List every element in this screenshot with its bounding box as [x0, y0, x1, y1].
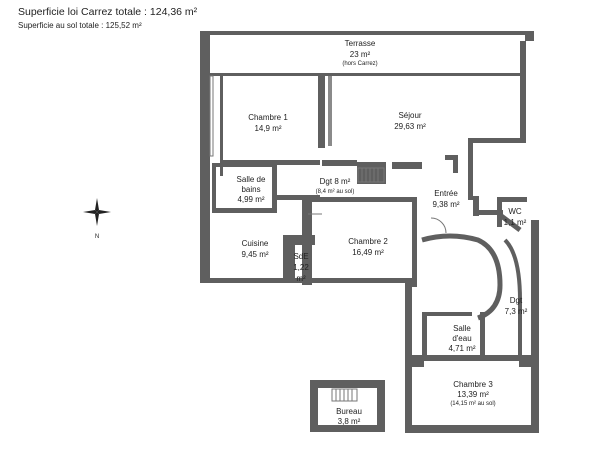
room-chambre-3: Chambre 3 13,39 m² (14,15 m² au sol) [450, 380, 495, 407]
room-name: Chambre 2 [348, 237, 388, 246]
room-salle-de-bains: Salle de bains 4,99 m² [237, 175, 266, 204]
room-area: 3,8 m² [338, 417, 361, 426]
room-cuisine: Cuisine 9,45 m² [241, 239, 268, 259]
room-name: Salle [453, 324, 471, 333]
room-name: d'eau [452, 334, 471, 343]
room-bureau: Bureau 3,8 m² [336, 407, 362, 426]
stairs [357, 167, 385, 183]
room-area: 16,49 m² [352, 248, 384, 257]
room-name: Salle de [237, 175, 266, 184]
room-area-unit: m² [296, 274, 306, 283]
bureau-block [310, 380, 385, 432]
room-salle-d-eau: Salle d'eau 4,71 m² [448, 324, 475, 353]
room-name: Dgt [510, 296, 523, 305]
room-area: 14,9 m² [254, 124, 281, 133]
room-note: (8,4 m² au sol) [316, 189, 355, 195]
room-name: Cuisine [242, 239, 269, 248]
room-sde: SdE 1,22 m² [293, 252, 309, 283]
room-dgt-8: Dgt 8 m² (8,4 m² au sol) [316, 177, 355, 195]
room-name: SdE [293, 252, 308, 261]
room-name: Chambre 3 [453, 380, 493, 389]
room-dgt: Dgt 7,3 m² [505, 296, 528, 316]
watermark: ... [360, 453, 377, 465]
room-area: 23 m² [350, 50, 371, 59]
room-sejour: Séjour 29,63 m² [394, 111, 426, 131]
room-name: Dgt 8 m² [320, 177, 351, 186]
wc-diagonal-wall [498, 213, 522, 232]
door-swing [430, 217, 447, 234]
total-floor-area: Superficie au sol totale : 125,52 m² [18, 21, 142, 30]
room-name: Chambre 1 [248, 113, 288, 122]
room-note: (14,15 m² au sol) [450, 401, 495, 407]
exterior-walls [200, 31, 539, 433]
room-name: Bureau [336, 407, 362, 416]
terrace-wall [209, 73, 520, 157]
room-chambre-1: Chambre 1 14,9 m² [248, 113, 288, 133]
room-name: Terrasse [345, 39, 376, 48]
room-area: 29,63 m² [394, 122, 426, 131]
room-entree: Entrée 9,38 m² [432, 189, 459, 209]
room-chambre-2: Chambre 2 16,49 m² [348, 237, 388, 257]
interior-walls [212, 76, 534, 367]
room-area: 4,99 m² [237, 195, 264, 204]
room-area: 9,38 m² [432, 200, 459, 209]
room-note: (hors Carrez) [342, 61, 377, 67]
total-carrez-area: Superficie loi Carrez totale : 124,36 m² [18, 6, 198, 18]
room-name: WC [508, 207, 522, 216]
room-name: bains [241, 185, 260, 194]
curved-wall-east [503, 238, 522, 355]
room-wc: WC 1,1 m² [504, 207, 527, 227]
compass-north-label: N [95, 234, 99, 240]
room-area: 7,3 m² [505, 307, 528, 316]
compass-rose-icon: N [83, 198, 111, 240]
room-area: 1,1 m² [504, 218, 527, 227]
room-area: 9,45 m² [241, 250, 268, 259]
room-area: 13,39 m² [457, 390, 489, 399]
room-name: Séjour [398, 111, 421, 120]
curved-wall [421, 233, 503, 321]
room-area: 4,71 m² [448, 344, 475, 353]
room-terrasse: Terrasse 23 m² (hors Carrez) [342, 39, 377, 67]
room-area: 1,22 [293, 263, 309, 272]
room-name: Entrée [434, 189, 458, 198]
